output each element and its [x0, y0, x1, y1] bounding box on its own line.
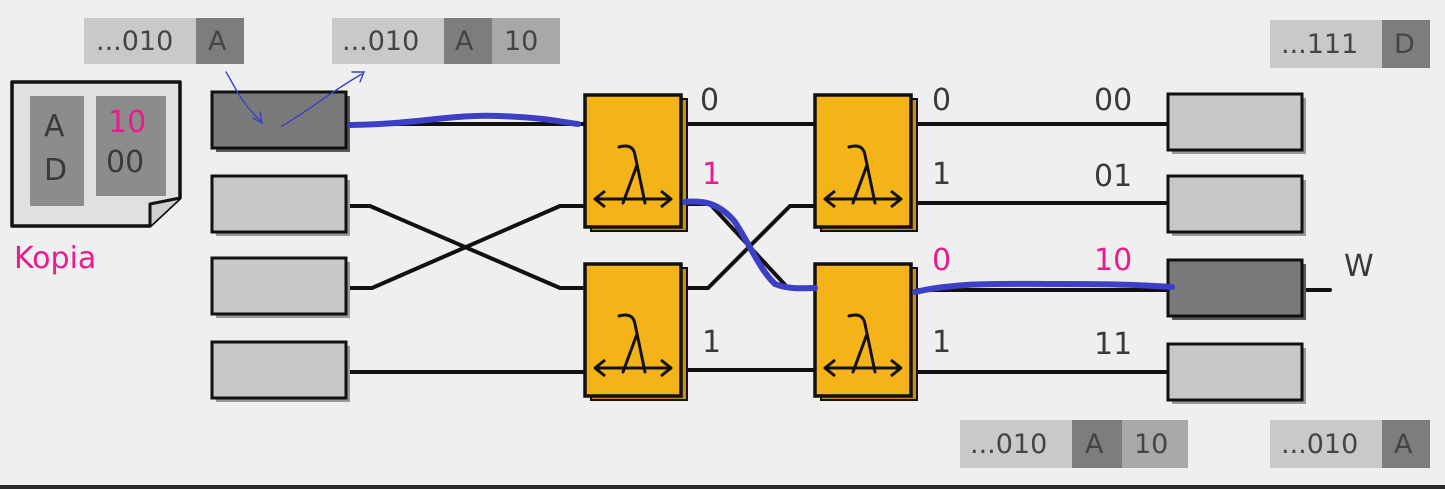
packet-data: A	[1394, 429, 1413, 460]
stage1-top-port-1: 1	[702, 157, 721, 192]
input-box-2	[210, 256, 350, 318]
packet-addr: ...010	[342, 26, 419, 57]
output-box-10	[1166, 258, 1306, 320]
copy-value-10: 10	[108, 105, 146, 140]
switch-stage1-top	[583, 93, 689, 233]
packet-data: A	[1085, 429, 1104, 460]
output-label-10: 10	[1094, 243, 1132, 278]
output-box-01	[1166, 174, 1306, 236]
output-label-00: 00	[1094, 83, 1132, 118]
routed-path	[347, 112, 1175, 295]
copy-value-00: 00	[106, 145, 144, 180]
stage2-bottom-port-0: 0	[932, 243, 951, 278]
switch-stage2-bottom	[813, 262, 919, 402]
stage1-bottom-port-1: 1	[702, 325, 721, 360]
packet-bottom-right: ...010 A	[1270, 420, 1430, 468]
packet-addr: ...111	[1281, 29, 1358, 60]
stage1-top-port-0: 0	[700, 83, 719, 118]
stage2-top-port-0: 0	[932, 83, 951, 118]
output-marker-w: W	[1344, 249, 1374, 284]
wire-in2-s1a	[348, 204, 585, 290]
stage2-top-port-1: 1	[932, 157, 951, 192]
copy-key-a: A	[44, 109, 65, 144]
copy-label: Kopia	[14, 241, 96, 276]
input-box-1	[210, 174, 350, 236]
input-box-3	[210, 340, 350, 402]
input-boxes	[210, 90, 350, 402]
packet-input-routed: ...010 A 10	[332, 18, 560, 64]
stage2-bottom-port-1: 1	[932, 325, 951, 360]
switch-stage2-top	[813, 93, 919, 233]
packet-data: A	[455, 26, 474, 57]
packet-input-top: ...010 A	[84, 18, 244, 64]
packet-data: A	[208, 26, 227, 57]
copy-document: A D 10 00 Kopia	[10, 80, 182, 276]
packet-bottom-mid: ...010 A 10	[960, 420, 1188, 468]
copy-key-d: D	[44, 153, 67, 188]
packet-route: 10	[1134, 429, 1168, 460]
output-box-00	[1166, 92, 1306, 154]
packet-route: 10	[504, 26, 538, 57]
output-label-11: 11	[1094, 327, 1132, 362]
output-box-11	[1166, 342, 1306, 404]
switch-stage1-bottom	[583, 262, 689, 402]
packet-addr: ...010	[1281, 429, 1358, 460]
packet-addr: ...010	[970, 429, 1047, 460]
packet-top-right: ...111 D	[1270, 20, 1430, 68]
input-box-0	[210, 90, 350, 152]
packet-data: D	[1394, 29, 1415, 60]
hand-arrows	[225, 71, 366, 127]
output-label-01: 01	[1094, 159, 1132, 194]
bottom-rule	[0, 485, 1445, 489]
packet-addr: ...010	[96, 26, 173, 57]
output-boxes	[1166, 92, 1306, 404]
